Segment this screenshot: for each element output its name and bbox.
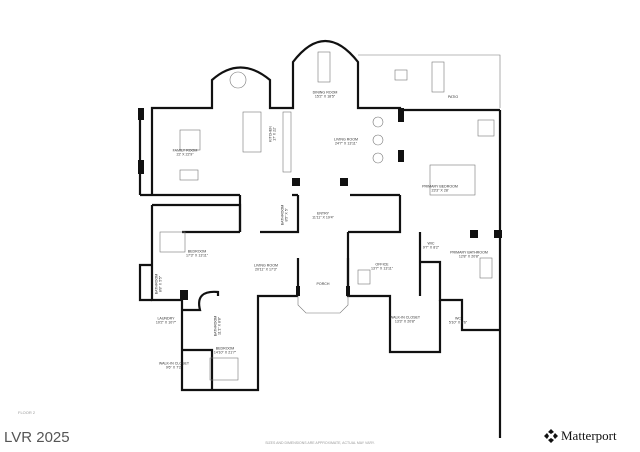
room-label-living-room: Living Room24'7" x 13'11" — [334, 138, 358, 147]
room-label-primary-bathroom: Primary Bathroom12'8" x 20'8" — [450, 251, 488, 260]
room-dims: 11'1" x 8'8" — [218, 316, 222, 336]
room-label-entry: Entry11'11" x 19'4" — [312, 212, 334, 221]
room-label-bathroom: Bathroom8'5" x 5' — [281, 205, 290, 226]
room-dims: 9'6" x 7'2" — [165, 366, 183, 370]
room-dims: 14'10" x 21'7" — [213, 351, 237, 355]
room-label-primary-bedroom: Primary Bedroom23'3" x 28' — [422, 185, 458, 194]
room-label-wc: WC5'10" x 9'6" — [449, 317, 467, 326]
room-name: Primary Bedroom — [422, 184, 458, 189]
room-label-living-room-2: Living Room20'11" x 17'3" — [254, 264, 278, 273]
room-dims: 13'3" x 20'8" — [394, 320, 416, 324]
room-dims: 22' x 22'9" — [176, 153, 194, 157]
room-dims: 17'3" x 13'11" — [185, 254, 209, 258]
room-label-patio: Patio — [448, 95, 458, 99]
room-dims: 17' x 22' — [273, 127, 277, 141]
room-label-dining: Dining Room15'2" x 18'5" — [313, 91, 338, 100]
matterport-logo: Matterport — [544, 428, 617, 444]
room-name: Walk-in Closet — [158, 361, 190, 366]
matterport-icon — [544, 429, 558, 443]
room-dims: 12'8" x 20'8" — [458, 255, 480, 259]
room-label-bedroom: Bedroom17'3" x 13'11" — [186, 250, 208, 259]
wall-solids — [138, 108, 502, 300]
walls — [138, 39, 502, 438]
room-name: WC — [455, 316, 461, 321]
logo-text: Matterport — [561, 428, 617, 443]
room-label-laundry: Laundry10'2" x 10'7" — [156, 317, 176, 326]
room-label-bathroom-2: Bathroom8'8" x 5'5" — [155, 274, 164, 295]
room-dims: 10'2" x 10'7" — [155, 321, 177, 325]
room-name: Walk-in Closet — [389, 315, 421, 320]
room-label-walk-in-closet: Walk-in Closet9'6" x 7'2" — [159, 362, 189, 371]
room-name: Entry — [316, 211, 330, 216]
disclaimer: Sizes and dimensions are approximate, ac… — [265, 441, 375, 445]
brand-text: LVR 2025 — [4, 429, 70, 446]
room-label-kitchen: Kitchen17' x 22' — [269, 126, 278, 142]
room-name: WIC — [427, 241, 435, 246]
room-label-porch: Porch — [317, 282, 330, 286]
room-dims: 8'8" x 5'5" — [159, 275, 163, 293]
fixtures — [159, 51, 501, 381]
room-label-office: Office13'7" x 13'11" — [371, 263, 393, 272]
room-name: Primary Bathroom — [450, 250, 488, 255]
room-name: Living Room — [334, 137, 358, 142]
room-name: Family Room — [172, 148, 198, 153]
room-name: Bedroom — [187, 249, 207, 254]
room-dims: 5'10" x 9'6" — [448, 321, 468, 325]
room-dims: 23'3" x 28' — [431, 189, 449, 193]
room-name: Dining Room — [312, 90, 338, 95]
room-name: Bedroom — [215, 346, 235, 351]
room-dims: 24'7" x 13'11" — [334, 142, 358, 146]
room-dims: 13'7" x 13'11" — [370, 267, 394, 271]
room-dims: 11'11" x 19'4" — [312, 216, 334, 220]
room-label-walk-in-closet-2: Walk-in Closet13'3" x 20'8" — [390, 316, 420, 325]
room-dims: 15'2" x 18'5" — [314, 95, 336, 99]
room-name: Porch — [316, 281, 330, 286]
room-name: Office — [375, 262, 389, 267]
room-name: Living Room — [254, 263, 278, 268]
room-name: Patio — [447, 94, 459, 99]
room-label-bedroom-2: Bedroom14'10" x 21'7" — [214, 347, 236, 356]
room-dims: 8'5" x 5' — [285, 208, 289, 222]
floor-label: Floor 2 — [18, 410, 36, 415]
room-label-family: Family Room22' x 22'9" — [173, 149, 198, 158]
room-name: Laundry — [157, 316, 175, 321]
room-dims: 20'11" x 17'3" — [254, 268, 278, 272]
room-dims: 9'7" x 8'2" — [422, 246, 440, 250]
room-label-bathroom-3: Bathroom11'1" x 8'8" — [214, 316, 223, 337]
